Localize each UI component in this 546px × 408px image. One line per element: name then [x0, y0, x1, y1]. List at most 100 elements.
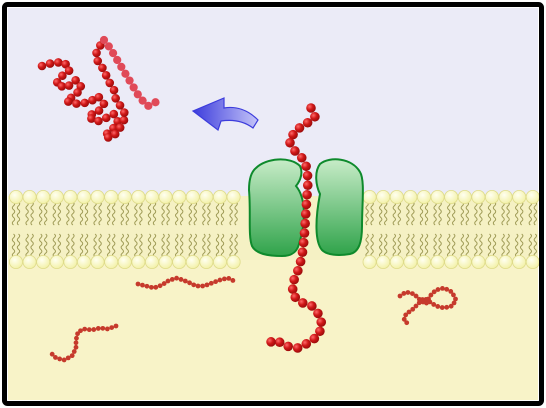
unfolded-chain-icon — [435, 287, 441, 292]
amino-acid-bead — [283, 341, 294, 352]
lipid-tail — [215, 233, 220, 258]
unfolded-chain-icon — [397, 293, 403, 299]
lipid-tail — [479, 201, 483, 226]
unfolded-chain-icon — [78, 328, 83, 334]
lipid-head — [457, 189, 472, 204]
lipid-head — [362, 189, 377, 204]
amino-acid-bead — [285, 137, 295, 148]
lipid-tail — [30, 233, 34, 258]
unfolded-chain-icon — [69, 353, 75, 359]
folded-protein-bead — [37, 61, 47, 71]
lipid-tail — [533, 201, 537, 226]
lipid-tail — [125, 233, 129, 258]
unfolded-chain-icon — [208, 280, 214, 286]
lipid-tail — [98, 233, 102, 258]
amino-acid-bead — [288, 129, 298, 140]
lipid-tail — [506, 201, 510, 226]
folded-protein-bead — [115, 101, 125, 110]
lipid-head — [158, 254, 173, 269]
amino-acid-bead — [266, 337, 276, 347]
unfolded-chain-icon — [178, 277, 184, 282]
unfolded-chain-icon — [440, 285, 445, 291]
lipid-head — [185, 189, 200, 204]
amino-acid-bead — [301, 199, 312, 210]
lipid-head — [525, 189, 540, 204]
folded-protein-tail-bead — [144, 101, 153, 110]
lipid-head — [90, 254, 105, 269]
lipid-tail — [515, 201, 519, 226]
lipid-tail — [379, 201, 383, 226]
unfolded-chain-icon — [165, 278, 171, 284]
lipid-tail — [180, 201, 184, 226]
lipid-tail — [93, 233, 97, 258]
folded-protein-bead — [101, 71, 111, 80]
amino-acid-bead — [309, 333, 320, 344]
folded-protein-tail-bead — [113, 55, 122, 65]
lipid-tail — [229, 233, 233, 258]
lipid-tail — [528, 233, 532, 258]
unfolded-chain-icon — [91, 327, 97, 332]
amino-acid-bead — [290, 146, 300, 156]
lipid-tail — [465, 201, 469, 226]
amino-acid-bead — [300, 209, 311, 219]
unfolded-chain-icon — [53, 355, 58, 360]
unfolded-chain-icon — [140, 282, 145, 288]
unfolded-chain-icon — [401, 316, 407, 322]
lipid-tail — [57, 233, 61, 258]
lipid-tail — [66, 201, 70, 226]
amino-acid-bead — [295, 256, 306, 267]
unfolded-chain-icon — [431, 289, 437, 295]
unfolded-chain-icon — [444, 286, 450, 292]
lipid-tail — [474, 201, 478, 226]
lipid-tail — [175, 201, 179, 226]
lipid-tail — [406, 233, 410, 258]
lipid-head — [77, 254, 92, 269]
folded-protein-bead — [119, 115, 129, 125]
unfolded-chain-icon — [230, 278, 236, 283]
lipid-tail — [487, 233, 492, 258]
lipid-head — [63, 189, 78, 204]
lipid-tail — [365, 233, 369, 258]
unfolded-chain-icon — [74, 335, 79, 341]
lipid-tail — [392, 233, 396, 258]
channel-left-subunit — [247, 158, 305, 258]
lipid-tail — [188, 233, 192, 258]
unfolded-chain-icon — [104, 326, 110, 332]
amino-acid-bead — [307, 301, 317, 311]
unfolded-chain-icon — [409, 291, 415, 296]
lipid-tail — [452, 233, 456, 258]
folded-protein-bead — [45, 59, 55, 68]
folded-protein-bead — [93, 56, 103, 66]
lipid-head — [22, 189, 37, 204]
lipid-tail — [120, 233, 124, 258]
unfolded-chain-icon — [439, 305, 445, 310]
unfolded-chain-icon — [451, 300, 457, 306]
lipid-tail — [134, 201, 138, 226]
lipid-tail — [79, 233, 84, 258]
amino-acid-bead — [301, 161, 311, 172]
lipid-tail — [79, 201, 84, 226]
folded-protein-tail-bead — [117, 62, 126, 71]
amino-acid-bead — [302, 189, 312, 200]
amino-acid-bead — [316, 317, 327, 327]
folded-protein-bead — [71, 75, 80, 85]
lipid-tail — [52, 201, 56, 226]
unfolded-chain-icon — [100, 325, 106, 331]
unfolded-chain-icon — [157, 283, 163, 289]
lipid-head — [36, 254, 51, 269]
lipid-head — [512, 189, 527, 204]
folded-protein-tail-bead — [108, 49, 118, 58]
lipid-head — [376, 254, 391, 269]
lipid-tail — [528, 201, 532, 226]
lipid-tail — [175, 233, 179, 258]
lipid-head — [457, 254, 472, 269]
lipid-head — [131, 254, 146, 269]
lipid-tail — [161, 233, 165, 258]
unfolded-chain-icon — [217, 277, 223, 283]
lipid-tail — [39, 233, 43, 258]
folded-protein-bead — [111, 94, 120, 103]
folded-protein-bead — [99, 99, 109, 109]
